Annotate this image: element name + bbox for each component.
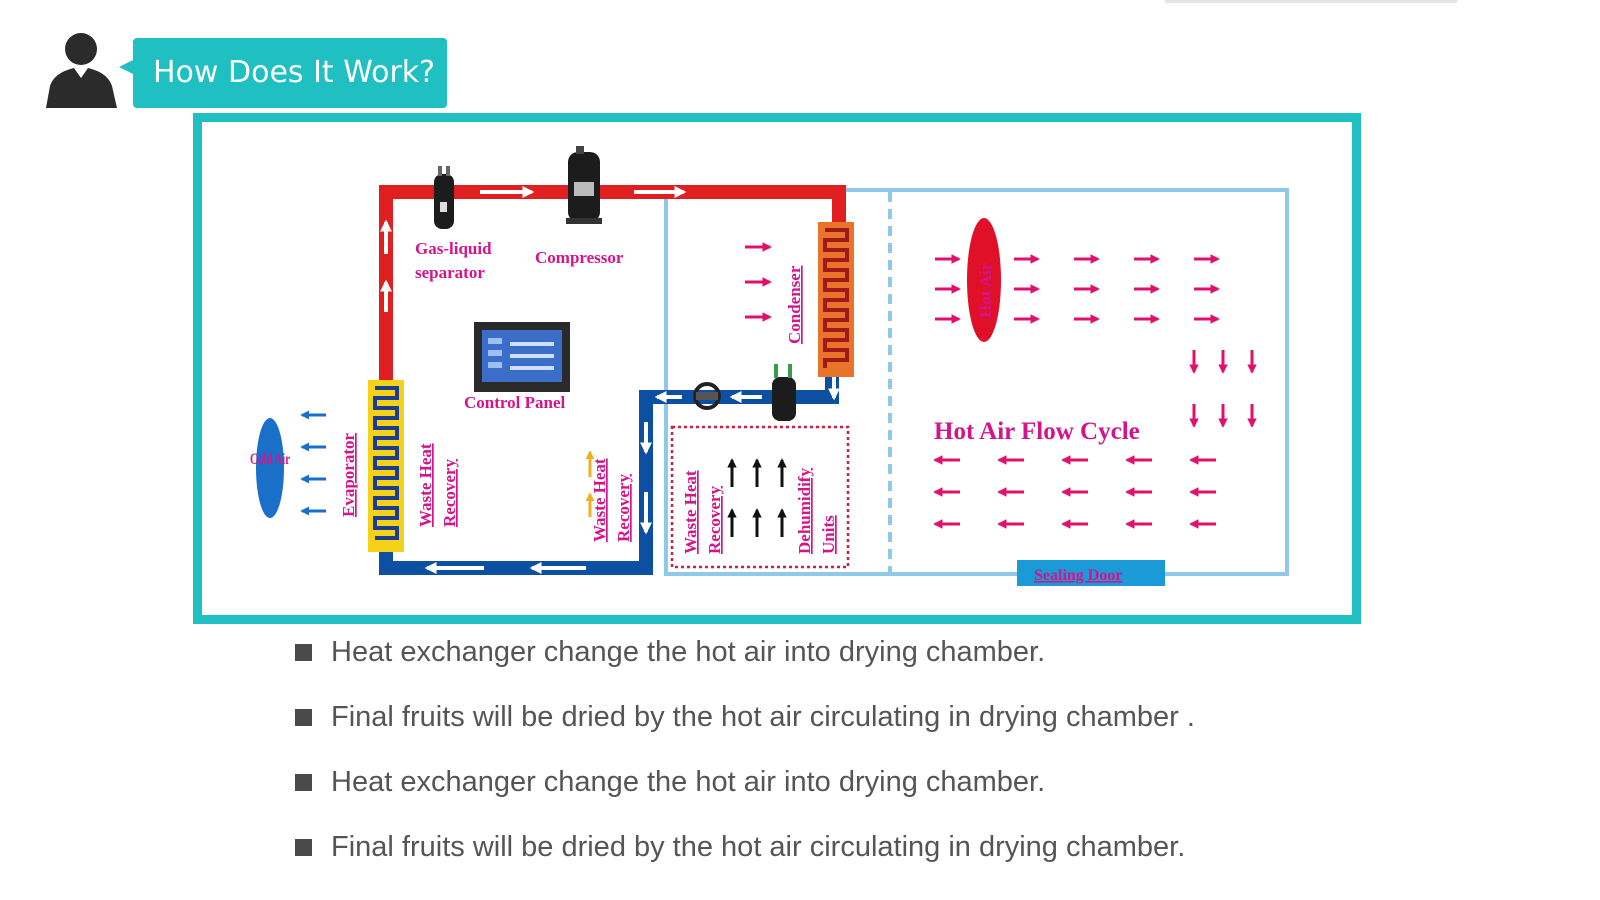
hot-air-right-arrows	[935, 254, 1220, 324]
bullet-square-icon	[295, 839, 312, 856]
compressor-label: Compressor	[535, 248, 624, 267]
separator-label: separator	[415, 263, 485, 282]
gas-liquid-label: Gas-liquid	[415, 239, 492, 258]
dehumidify-compressor-icon	[772, 364, 796, 421]
cold-air-arrows	[300, 410, 326, 516]
bullet-item: Heat exchanger change the hot air into d…	[295, 630, 1195, 695]
cold-air-oval	[256, 418, 284, 518]
dehumidify-arrows	[727, 458, 787, 537]
expansion-valve-icon	[693, 382, 721, 410]
gas-liquid-separator-icon	[434, 166, 454, 229]
hot-air-label: Hot Air	[976, 262, 995, 318]
evaporator-label: Evaporator	[339, 433, 358, 518]
sealing-door-label: Sealing Door	[1034, 567, 1122, 584]
waste-heat-mid-label-2: Recovery	[614, 474, 633, 542]
hot-air-oval	[967, 218, 1001, 342]
diagram-frame: Gas-liquid separator Compressor Control …	[193, 113, 1361, 624]
hot-air-left-arrows	[933, 455, 1216, 529]
control-panel-icon	[474, 322, 570, 392]
sealing-door	[1017, 560, 1165, 586]
top-decor-bar	[1165, 0, 1457, 3]
drying-chamber-outline	[664, 188, 1289, 576]
evaporator-coil	[368, 380, 404, 552]
user-avatar-icon	[46, 33, 117, 108]
condenser-arrows	[745, 242, 772, 322]
condenser-coil	[818, 222, 854, 377]
bullet-square-icon	[295, 644, 312, 661]
compressor-icon	[566, 146, 602, 224]
waste-heat-left-label-1: Waste Heat	[416, 443, 435, 527]
bullet-item: Final fruits will be dried by the hot ai…	[295, 825, 1195, 890]
waste-heat-left-label-2: Recovery	[440, 459, 459, 527]
bullet-text: Final fruits will be dried by the hot ai…	[331, 831, 1186, 863]
bullet-text: Heat exchanger change the hot air into d…	[331, 766, 1046, 798]
hot-air-flow-cycle-label: Hot Air Flow Cycle	[934, 418, 1140, 445]
control-panel-label: Control Panel	[464, 393, 565, 412]
waste-heat-box-label-2: Recovery	[705, 486, 724, 554]
page-title: How Does It Work?	[133, 38, 447, 108]
condenser-label: Condenser	[785, 265, 804, 344]
bullet-square-icon	[295, 774, 312, 791]
bullet-list: Heat exchanger change the hot air into d…	[295, 630, 1195, 890]
title-pointer	[119, 60, 133, 74]
bullet-item: Heat exchanger change the hot air into d…	[295, 760, 1195, 825]
bullet-text: Final fruits will be dried by the hot ai…	[331, 701, 1195, 733]
bullet-text: Heat exchanger change the hot air into d…	[331, 636, 1046, 668]
heat-pump-diagram: Gas-liquid separator Compressor Control …	[250, 146, 1289, 586]
dehumidify-label-2: Units	[819, 515, 838, 554]
bullet-square-icon	[295, 709, 312, 726]
hot-air-down-arrows	[1189, 350, 1257, 428]
waste-heat-box-label-1: Waste Heat	[681, 470, 700, 554]
cold-air-label: Cold Air	[250, 451, 290, 468]
dehumidify-label-1: Dehumidify	[795, 468, 814, 554]
bullet-item: Final fruits will be dried by the hot ai…	[295, 695, 1195, 760]
waste-heat-mid-label-1: Waste Heat	[590, 458, 609, 542]
dehumidify-box	[670, 425, 850, 569]
